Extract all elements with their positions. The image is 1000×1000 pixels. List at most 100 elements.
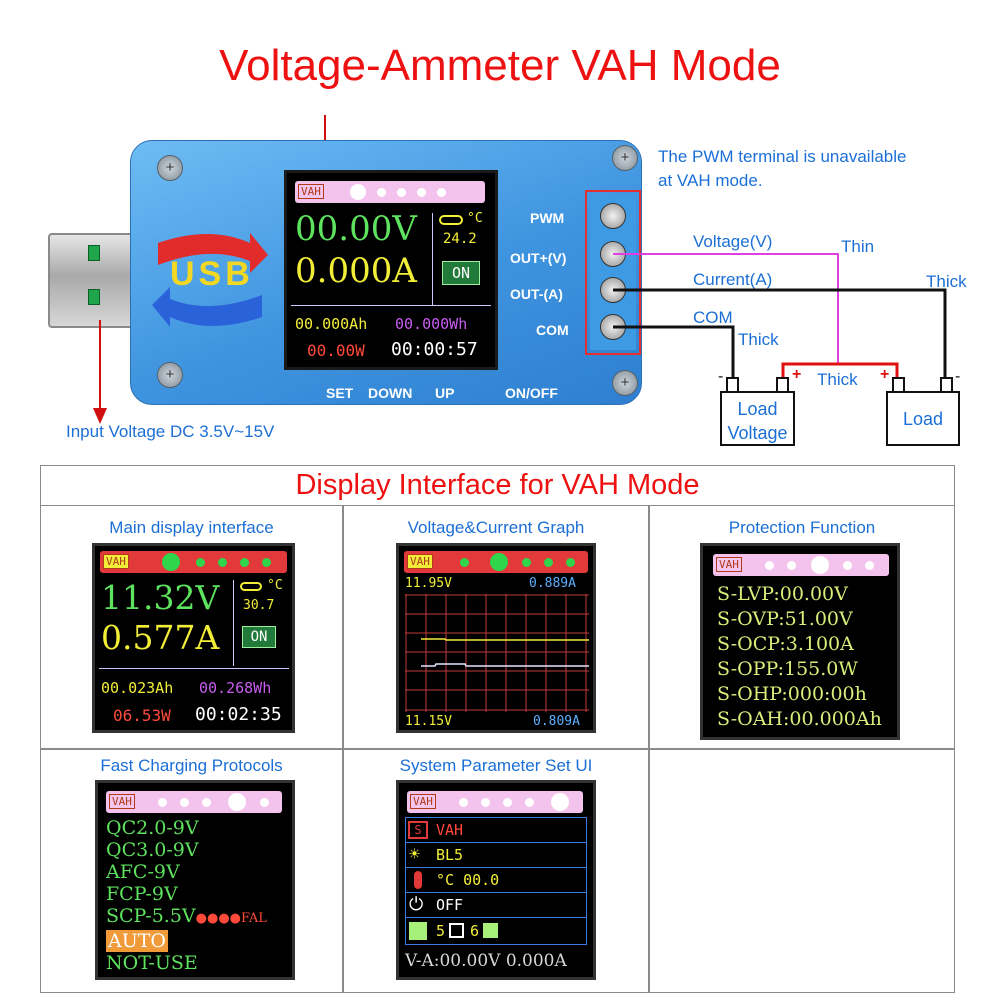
- main-voltage: 11.32V: [101, 578, 220, 617]
- thick-label: Thick: [738, 330, 779, 349]
- voltage-wire: [613, 253, 839, 364]
- page-dot: [460, 558, 469, 567]
- page-dot: [503, 798, 512, 807]
- terminal-label-out-minus: OUT-(A): [510, 286, 563, 302]
- page-dot: [158, 798, 167, 807]
- device-lcd: VAH 00.00V 0.000A °C 24.2 ON 00.000Ah 00…: [284, 170, 498, 370]
- graph-title: Voltage&Current Graph: [407, 518, 585, 537]
- page-dot: [218, 558, 227, 567]
- grid-cell: [649, 749, 955, 993]
- page-dot: [162, 553, 180, 571]
- protection-ovp: S-OVP:51.00V: [717, 608, 853, 630]
- protocol-qc3[interactable]: QC3.0-9V: [106, 839, 199, 861]
- usb-pin: [88, 245, 100, 261]
- voltage-wire-label: Voltage(V): [693, 232, 773, 251]
- main-current: 0.577A: [101, 618, 220, 657]
- screw-icon: +: [157, 362, 183, 388]
- menu-row-power[interactable]: ⏻ OFF: [406, 893, 586, 918]
- power-icon: ⏻: [409, 894, 424, 915]
- menu-row-backlight[interactable]: ☀ BL5: [406, 843, 586, 868]
- protocol-qc2[interactable]: QC2.0-9V: [106, 817, 199, 839]
- main-power: 06.53W: [113, 706, 171, 725]
- grid-cell: [649, 505, 955, 749]
- protection-opp: S-OPP:155.0W: [717, 658, 858, 680]
- page-dot: [397, 188, 406, 197]
- protocol-scp[interactable]: SCP-5.5V●●●●FAL: [106, 905, 267, 930]
- terminal-label-out-plus: OUT+(V): [510, 250, 567, 266]
- page-dot: [459, 798, 468, 807]
- page-dot: [260, 798, 269, 807]
- protocol-list: QC2.0-9V QC3.0-9V AFC-9V FCP-9V SCP-5.5V…: [106, 817, 267, 974]
- load-box: Load: [886, 391, 960, 446]
- main-capacity: 00.023Ah: [101, 679, 174, 697]
- theme-b-swatch-icon: [483, 923, 498, 938]
- protocol-fcp[interactable]: FCP-9V: [106, 883, 178, 905]
- lcd-hline: [99, 668, 289, 669]
- energy-readout: 00.000Wh: [395, 315, 468, 333]
- main-display-title: Main display interface: [109, 518, 274, 537]
- plus-sign: +: [880, 366, 890, 383]
- load-voltage-line2: Voltage: [727, 423, 788, 443]
- fast-charging-title: Fast Charging Protocols: [100, 756, 283, 775]
- progress-dots: ●●●●: [195, 911, 242, 926]
- temp-readout: 24.2: [443, 231, 477, 247]
- plus-sign: +: [792, 366, 802, 383]
- page-dot: [522, 558, 531, 567]
- menu-row-temp[interactable]: °C 00.0: [406, 868, 586, 893]
- graph-a-max: 0.889A: [529, 576, 576, 591]
- set-button[interactable]: SET: [326, 385, 354, 401]
- thermometer-icon: [240, 582, 262, 591]
- page-dot: [787, 561, 796, 570]
- graph-top-bar: VAH: [404, 551, 588, 573]
- current-wire-label: Current(A): [693, 270, 773, 289]
- protection-lvp: S-LVP:00.00V: [717, 583, 848, 605]
- main-energy: 00.268Wh: [199, 679, 272, 697]
- grid-cell: [343, 749, 649, 993]
- thermometer-icon: [414, 871, 422, 889]
- load-label: Load: [902, 409, 944, 429]
- power-readout: 00.00W: [307, 341, 365, 360]
- graph-a-min: 0.809A: [533, 714, 580, 729]
- protocol-not-use[interactable]: NOT-USE: [106, 952, 198, 974]
- thermometer-icon: [439, 215, 463, 225]
- terminal-screw-icon: [600, 203, 626, 229]
- pwm-note-line1: The PWM terminal is unavailable: [658, 147, 907, 166]
- menu-row-mode[interactable]: S VAH: [406, 818, 586, 843]
- output-status: ON: [442, 261, 480, 285]
- theme-icon: [409, 922, 427, 940]
- down-button[interactable]: DOWN: [368, 385, 413, 401]
- page-dot: [765, 561, 774, 570]
- protocol-auto[interactable]: AUTO: [106, 930, 168, 952]
- usb-arrows-logo-icon: [152, 233, 268, 327]
- page-dot: [437, 188, 446, 197]
- menu-mode-value: VAH: [436, 821, 464, 839]
- input-voltage-label: Input Voltage DC 3.5V~15V: [66, 422, 275, 441]
- page-dot: [566, 558, 575, 567]
- thick-label: Thick: [926, 272, 967, 291]
- menu-temp-value: °C 00.0: [436, 871, 500, 889]
- protection-ohp: S-OHP:000:00h: [717, 683, 867, 705]
- theme-a-swatch-icon: [449, 923, 464, 938]
- menu-row-theme[interactable]: 5 6: [406, 918, 586, 944]
- protection-title: Protection Function: [728, 518, 876, 537]
- lcd-vline: [432, 213, 433, 305]
- protection-oah: S-OAH:00.000Ah: [717, 708, 882, 730]
- lcd-vline: [233, 580, 234, 666]
- wiring-diagram: [613, 253, 953, 393]
- page-dot: [350, 184, 366, 200]
- thick-label: Thick: [817, 370, 858, 389]
- grid-cell: [40, 749, 343, 993]
- mode-tag: VAH: [410, 794, 436, 809]
- power-button[interactable]: ON/OFF: [505, 385, 558, 401]
- menu-backlight-value: BL5: [436, 846, 464, 864]
- up-button[interactable]: UP: [435, 385, 455, 401]
- system-top-bar: VAH: [407, 791, 583, 813]
- terminal-block-highlight: [585, 190, 641, 355]
- page-dot: [811, 556, 829, 574]
- minus-sign: -: [718, 368, 724, 385]
- protocol-afc[interactable]: AFC-9V: [106, 861, 180, 883]
- fast-charging-screen: VAH QC2.0-9V QC3.0-9V AFC-9V FCP-9V SCP-…: [95, 780, 295, 980]
- page-dot: [377, 188, 386, 197]
- screw-icon: +: [157, 155, 183, 181]
- grid-cell: [40, 505, 343, 749]
